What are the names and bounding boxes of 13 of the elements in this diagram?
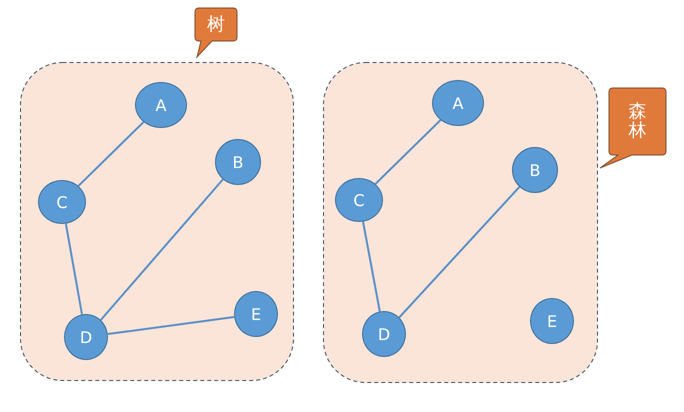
connecting-line — [374, 119, 442, 185]
dashed-group-panel — [323, 62, 598, 383]
connecting-line — [78, 121, 144, 187]
speech-bubble — [598, 88, 668, 170]
connecting-line — [100, 178, 224, 321]
callout-text: 树 — [207, 14, 225, 34]
connecting-line — [108, 316, 234, 336]
speech-bubble — [195, 8, 239, 58]
connecting-line — [362, 222, 381, 312]
callout-text: 森林 — [628, 102, 646, 142]
connecting-line — [398, 186, 520, 318]
connecting-line — [64, 224, 83, 315]
dashed-group-panel — [20, 62, 294, 381]
